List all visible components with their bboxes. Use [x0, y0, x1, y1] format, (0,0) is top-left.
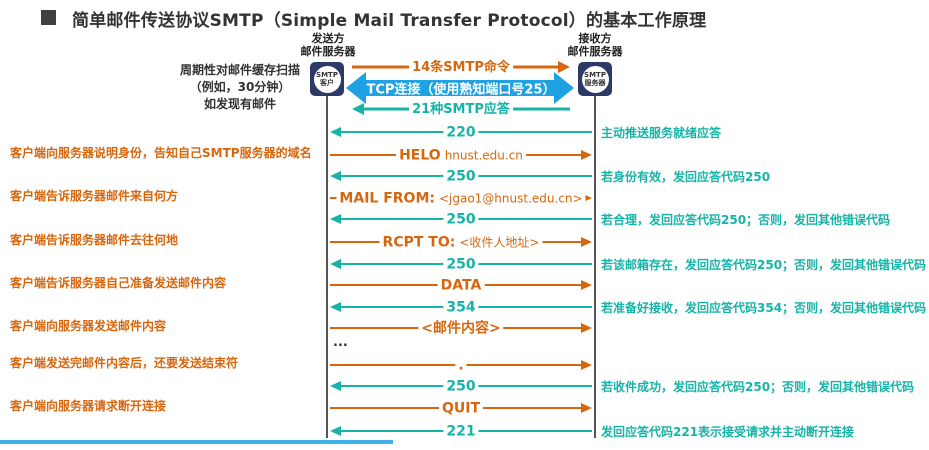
message-label: QUIT [438, 399, 484, 417]
client-action-note: 客户端向服务器发送邮件内容 [10, 319, 167, 333]
client-action-note: 客户端告诉服务器邮件去往何地 [10, 233, 179, 247]
message-code: 250 [446, 256, 476, 273]
message-label: MAIL FROM:<jgao1@hnust.edu.cn> [336, 189, 586, 207]
client-action-note: 客户端向服务器说明身份，告知自己SMTP服务器的域名 [10, 146, 312, 160]
message-arrow-head [581, 150, 592, 160]
server-response-note: 若准备好接收，发回应答代码354；否则，发回其他错误代码 [601, 301, 927, 315]
message-label: 250 [443, 377, 479, 395]
receiver-title: 接收方 邮件服务器 [563, 32, 627, 58]
client-lifeline [326, 96, 328, 438]
message-code: 221 [446, 423, 476, 440]
scan-note-line3: 如发现有邮件 [203, 97, 276, 111]
client-action-note: 客户端告诉服务器邮件来自何方 [10, 189, 179, 203]
responses-label: 21种SMTP应答 [409, 100, 513, 118]
message-label: RCPT TO:<收件人地址> [379, 233, 543, 251]
server-response-note: 若身份有效，发回应答代码250 [601, 170, 771, 184]
sender-title-line2: 邮件服务器 [300, 45, 356, 58]
receiver-title-line2: 邮件服务器 [567, 45, 623, 58]
tcp-label: TCP连接（使用熟知端口号25） [366, 82, 556, 98]
client-action-note: 客户端向服务器请求断开连接 [10, 399, 167, 413]
server-response-note: 主动推送服务就绪应答 [601, 126, 722, 140]
message-arrow-head [330, 214, 341, 224]
receiver-title-line1: 接收方 [578, 32, 612, 45]
client-action-note: 客户端告诉服务器自己准备发送邮件内容 [10, 276, 227, 290]
message-arrow-head [581, 403, 592, 413]
scan-note: 周期性对邮件缓存扫描 （例如，30分钟） 如发现有邮件 [170, 62, 310, 113]
message-code: 220 [446, 124, 476, 141]
commands-text: 14条SMTP命令 [412, 60, 510, 75]
client-action-note: 客户端发送完邮件内容后，还要发送结束符 [10, 356, 239, 370]
message-arrow-head [330, 259, 341, 269]
smtp-client-line2: 客户 [320, 79, 334, 87]
smtp-client-icon: SMTP 客户 [313, 65, 341, 93]
message-arrow-head [330, 127, 341, 137]
server-response-note: 若该邮箱存在，发回应答代码250；否则，发回其他错误代码 [601, 258, 927, 272]
smtp-server-icon: SMTP 服务器 [581, 65, 609, 93]
sender-title: 发送方 邮件服务器 [296, 32, 360, 58]
server-response-note: 若合理，发回应答代码250；否则，发回其他错误代码 [601, 213, 891, 227]
message-code: QUIT [441, 400, 481, 417]
message-label: 221 [443, 422, 479, 440]
message-argument: <jgao1@hnust.edu.cn> [438, 191, 583, 206]
message-label: <邮件内容> [418, 319, 504, 337]
message-code: MAIL FROM: [339, 190, 435, 207]
title-bullet [41, 10, 56, 25]
message-label: . [455, 356, 467, 374]
message-arrow-head [581, 280, 592, 290]
scan-note-line2: （例如，30分钟） [189, 80, 291, 94]
message-arrow-head [330, 426, 341, 436]
message-label: 220 [443, 123, 479, 141]
commands-label: 14条SMTP命令 [409, 58, 513, 76]
message-arrow-head [330, 171, 341, 181]
message-code: . [458, 357, 464, 374]
responses-text: 21种SMTP应答 [412, 102, 510, 117]
message-code: DATA [440, 277, 482, 294]
smtp-client-line1: SMTP [316, 71, 338, 79]
server-response-note: 发回应答代码221表示接受请求并主动断开连接 [601, 425, 855, 439]
message-label: 250 [443, 255, 479, 273]
message-label: 354 [443, 298, 479, 316]
message-code: 250 [446, 211, 476, 228]
smtp-server-box: SMTP 服务器 [578, 62, 612, 96]
message-arrow-head [330, 381, 341, 391]
smtp-server-line2: 服务器 [584, 79, 606, 87]
message-code: 250 [446, 378, 476, 395]
smtp-server-line1: SMTP [584, 71, 606, 79]
message-arrow-head [581, 323, 592, 333]
server-lifeline [594, 96, 596, 438]
scan-note-line1: 周期性对邮件缓存扫描 [179, 63, 300, 77]
message-arrow-head [581, 360, 592, 370]
message-code: 354 [446, 299, 476, 316]
message-code: HELO [399, 147, 441, 164]
message-arrow-head [581, 237, 592, 247]
message-label: DATA [437, 276, 485, 294]
server-response-note: 若收件成功，发回应答代码250；否则，发回其他错误代码 [601, 380, 915, 394]
message-argument: <收件人地址> [459, 235, 540, 250]
sender-title-line1: 发送方 [311, 32, 345, 45]
message-code: RCPT TO: [382, 234, 456, 251]
message-code: 250 [446, 168, 476, 185]
page-title: 简单邮件传送协议SMTP（Simple Mail Transfer Protoc… [72, 11, 707, 31]
smtp-client-box: SMTP 客户 [310, 62, 344, 96]
message-label: 250 [443, 167, 479, 185]
message-label: 250 [443, 210, 479, 228]
message-code: <邮件内容> [421, 320, 501, 337]
message-argument: hnust.edu.cn [444, 148, 523, 163]
bottom-progress-bar [0, 440, 393, 444]
content-ellipsis: ... [333, 335, 348, 350]
message-arrow-head [330, 302, 341, 312]
tcp-double-arrow [346, 72, 574, 104]
